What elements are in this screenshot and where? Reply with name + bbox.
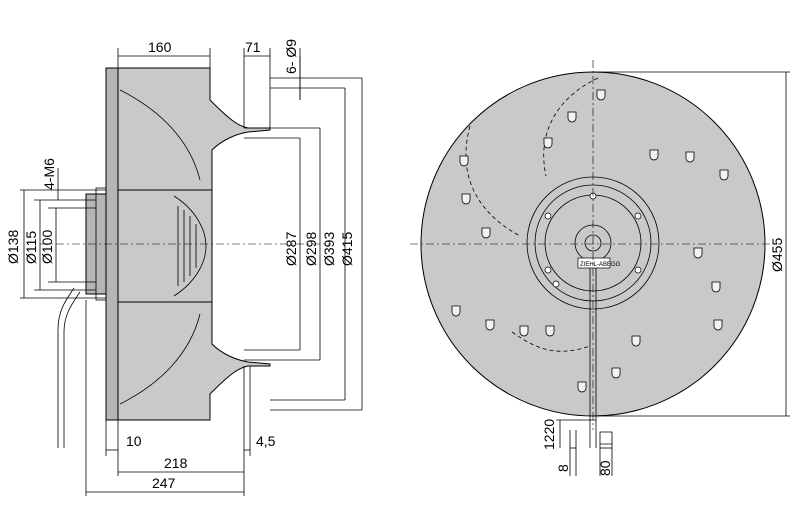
side-view: 160 71 6- Ø9 4-M6 Ø138 Ø115 Ø100 Ø287 Ø2… — [5, 39, 363, 496]
dim-threads: 4-M6 — [41, 158, 57, 190]
dim-holes: 6- Ø9 — [283, 39, 299, 74]
blade-cutouts — [451, 89, 729, 393]
dim-80: 80 — [597, 460, 613, 476]
motor-dome — [173, 195, 207, 297]
label-plate-text: ZIEHL-ABEGG — [580, 262, 621, 268]
dim-455: Ø455 — [769, 238, 785, 272]
blade-arc-3 — [511, 331, 591, 352]
mount-holes — [544, 192, 642, 288]
front-view: ZIEHL-ABEGG Ø455 1220 8 80 — [410, 60, 790, 476]
cable-right — [63, 291, 81, 448]
blade-curve-lower — [119, 313, 201, 405]
cable-left — [57, 287, 75, 448]
dim-71: 71 — [245, 39, 261, 55]
dim-287: Ø287 — [283, 232, 299, 266]
dim-10: 10 — [126, 433, 142, 449]
dim-138: Ø138 — [5, 230, 21, 264]
dim-4-5: 4,5 — [256, 433, 276, 449]
dim-298: Ø298 — [303, 232, 319, 266]
dim-393: Ø393 — [321, 232, 337, 266]
housing-upper — [117, 67, 271, 197]
housing-lower — [117, 295, 271, 421]
dim-247: 247 — [152, 475, 176, 491]
label-plate — [577, 257, 611, 269]
dim-100: Ø100 — [39, 230, 55, 264]
dim-415: Ø415 — [339, 232, 355, 266]
blade-curve-upper — [119, 89, 201, 181]
dim-160: 160 — [148, 39, 172, 55]
shaft — [584, 234, 602, 252]
blade-arc-1 — [543, 77, 599, 177]
cable-gland — [589, 268, 597, 300]
motor-body — [117, 189, 213, 303]
dim-115: Ø115 — [23, 231, 39, 264]
dim-218: 218 — [164, 455, 188, 471]
motor-fins — [177, 206, 197, 286]
blade-arc-2 — [465, 125, 521, 237]
dim-1220: 1220 — [541, 419, 557, 450]
dim-8: 8 — [555, 464, 571, 472]
